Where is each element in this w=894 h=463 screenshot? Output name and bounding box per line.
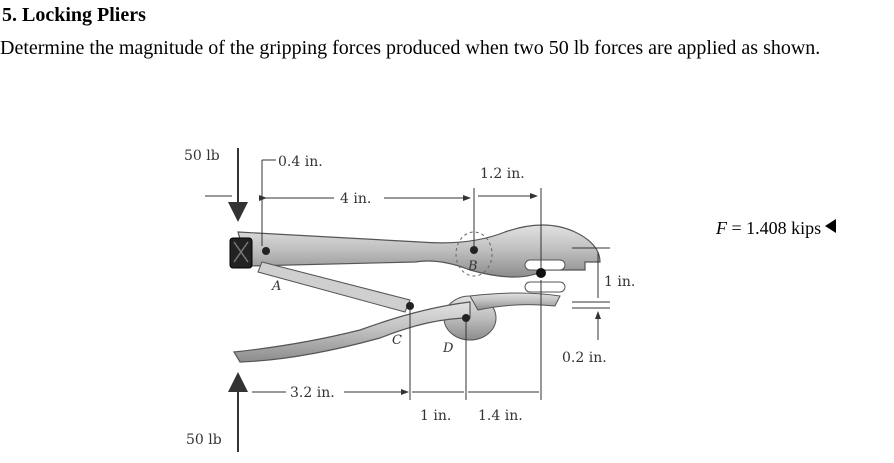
label-force-top: 50 lb <box>184 148 220 164</box>
jaw-contact <box>536 268 546 278</box>
label-dim-3-2: 3.2 in. <box>290 385 335 401</box>
pivot-d <box>462 314 470 322</box>
label-dim-4: 4 in. <box>340 191 371 207</box>
label-dim-1: 1 in. <box>604 274 635 290</box>
label-dim-1-bottom: 1 in. <box>420 408 451 424</box>
upper-handle <box>229 224 601 278</box>
pivot-b-outline <box>455 231 493 277</box>
label-dim-1-2: 1.2 in. <box>480 166 525 182</box>
label-force-bottom: 50 lb <box>186 432 222 448</box>
answer-value: = 1.408 kips <box>727 218 822 238</box>
answer-variable: F <box>716 218 727 238</box>
pivot-c <box>406 302 414 310</box>
pivot-b <box>470 246 478 254</box>
label-dim-1-4: 1.4 in. <box>478 408 523 424</box>
label-point-a: A <box>271 279 281 294</box>
link-bar <box>257 261 411 313</box>
label-dim-0-4: 0.4 in. <box>278 154 323 170</box>
problem-description: Determine the magnitude of the gripping … <box>0 37 821 59</box>
label-dim-0-2: 0.2 in. <box>562 350 607 366</box>
lower-handle <box>233 301 471 363</box>
answer-pointer-icon <box>825 219 837 233</box>
label-point-c: C <box>392 333 402 348</box>
label-point-d: D <box>442 341 454 356</box>
label-point-b: B <box>467 259 478 274</box>
pivot-a <box>262 247 270 255</box>
dimension-lines <box>205 159 610 400</box>
answer-line: F = 1.408 kips <box>716 218 837 239</box>
problem-title: 5. Locking Pliers <box>2 4 146 26</box>
